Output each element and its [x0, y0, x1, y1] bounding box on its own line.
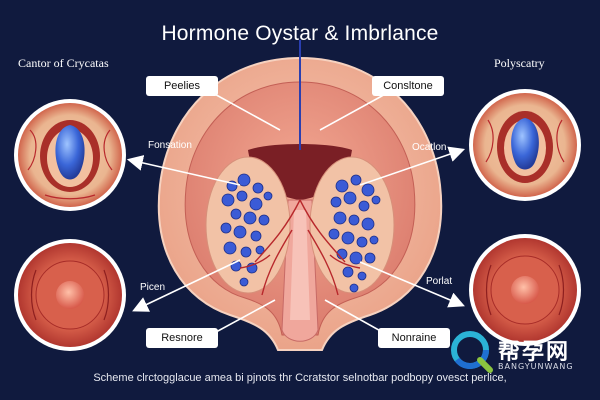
- corner-label-top-right: Polyscatry: [494, 56, 545, 70]
- watermark: 帮孕网 BANGYUNWANG: [450, 330, 590, 382]
- circle-bottom-right: [469, 234, 581, 346]
- arrow-lower-left: [132, 259, 241, 312]
- blood-vessels: [239, 199, 361, 296]
- circle-top-right: [469, 89, 581, 201]
- circle-bottom-left: [14, 239, 126, 351]
- circle-top-left: [14, 99, 126, 211]
- watermark-text: 帮孕网: [498, 340, 571, 365]
- arrow-lower-right: [359, 261, 465, 308]
- arrow-label-upper-right: Ocatlon: [412, 142, 447, 153]
- diagram-title: Hormone Oystar & Imbrlance: [161, 22, 439, 45]
- arrow-upper-left: [126, 155, 241, 186]
- caption-text: Scheme clrctogglacue amea bi pjnots thr …: [93, 372, 507, 384]
- label-box-bottom-left: Resnore: [146, 328, 218, 348]
- left-follicle-cluster: [220, 173, 273, 287]
- watermark-logo-icon: [451, 331, 493, 373]
- arrow-label-lower-left: Picen: [140, 282, 166, 293]
- label-box-top-right: Consltone: [372, 76, 444, 96]
- uterus-illustration: [157, 40, 443, 351]
- arrow-label-lower-right: Porlat: [426, 276, 453, 287]
- watermark-subtext: BANGYUNWANG: [498, 362, 574, 371]
- arrow-label-upper-left: Fonsation: [148, 140, 192, 151]
- label-box-top-left: Peelies: [146, 76, 218, 96]
- label-box-bottom-right: Nonraine: [378, 328, 450, 348]
- corner-label-top-left: Cantor of Crycatas: [18, 56, 109, 70]
- arrow-upper-right: [359, 146, 466, 186]
